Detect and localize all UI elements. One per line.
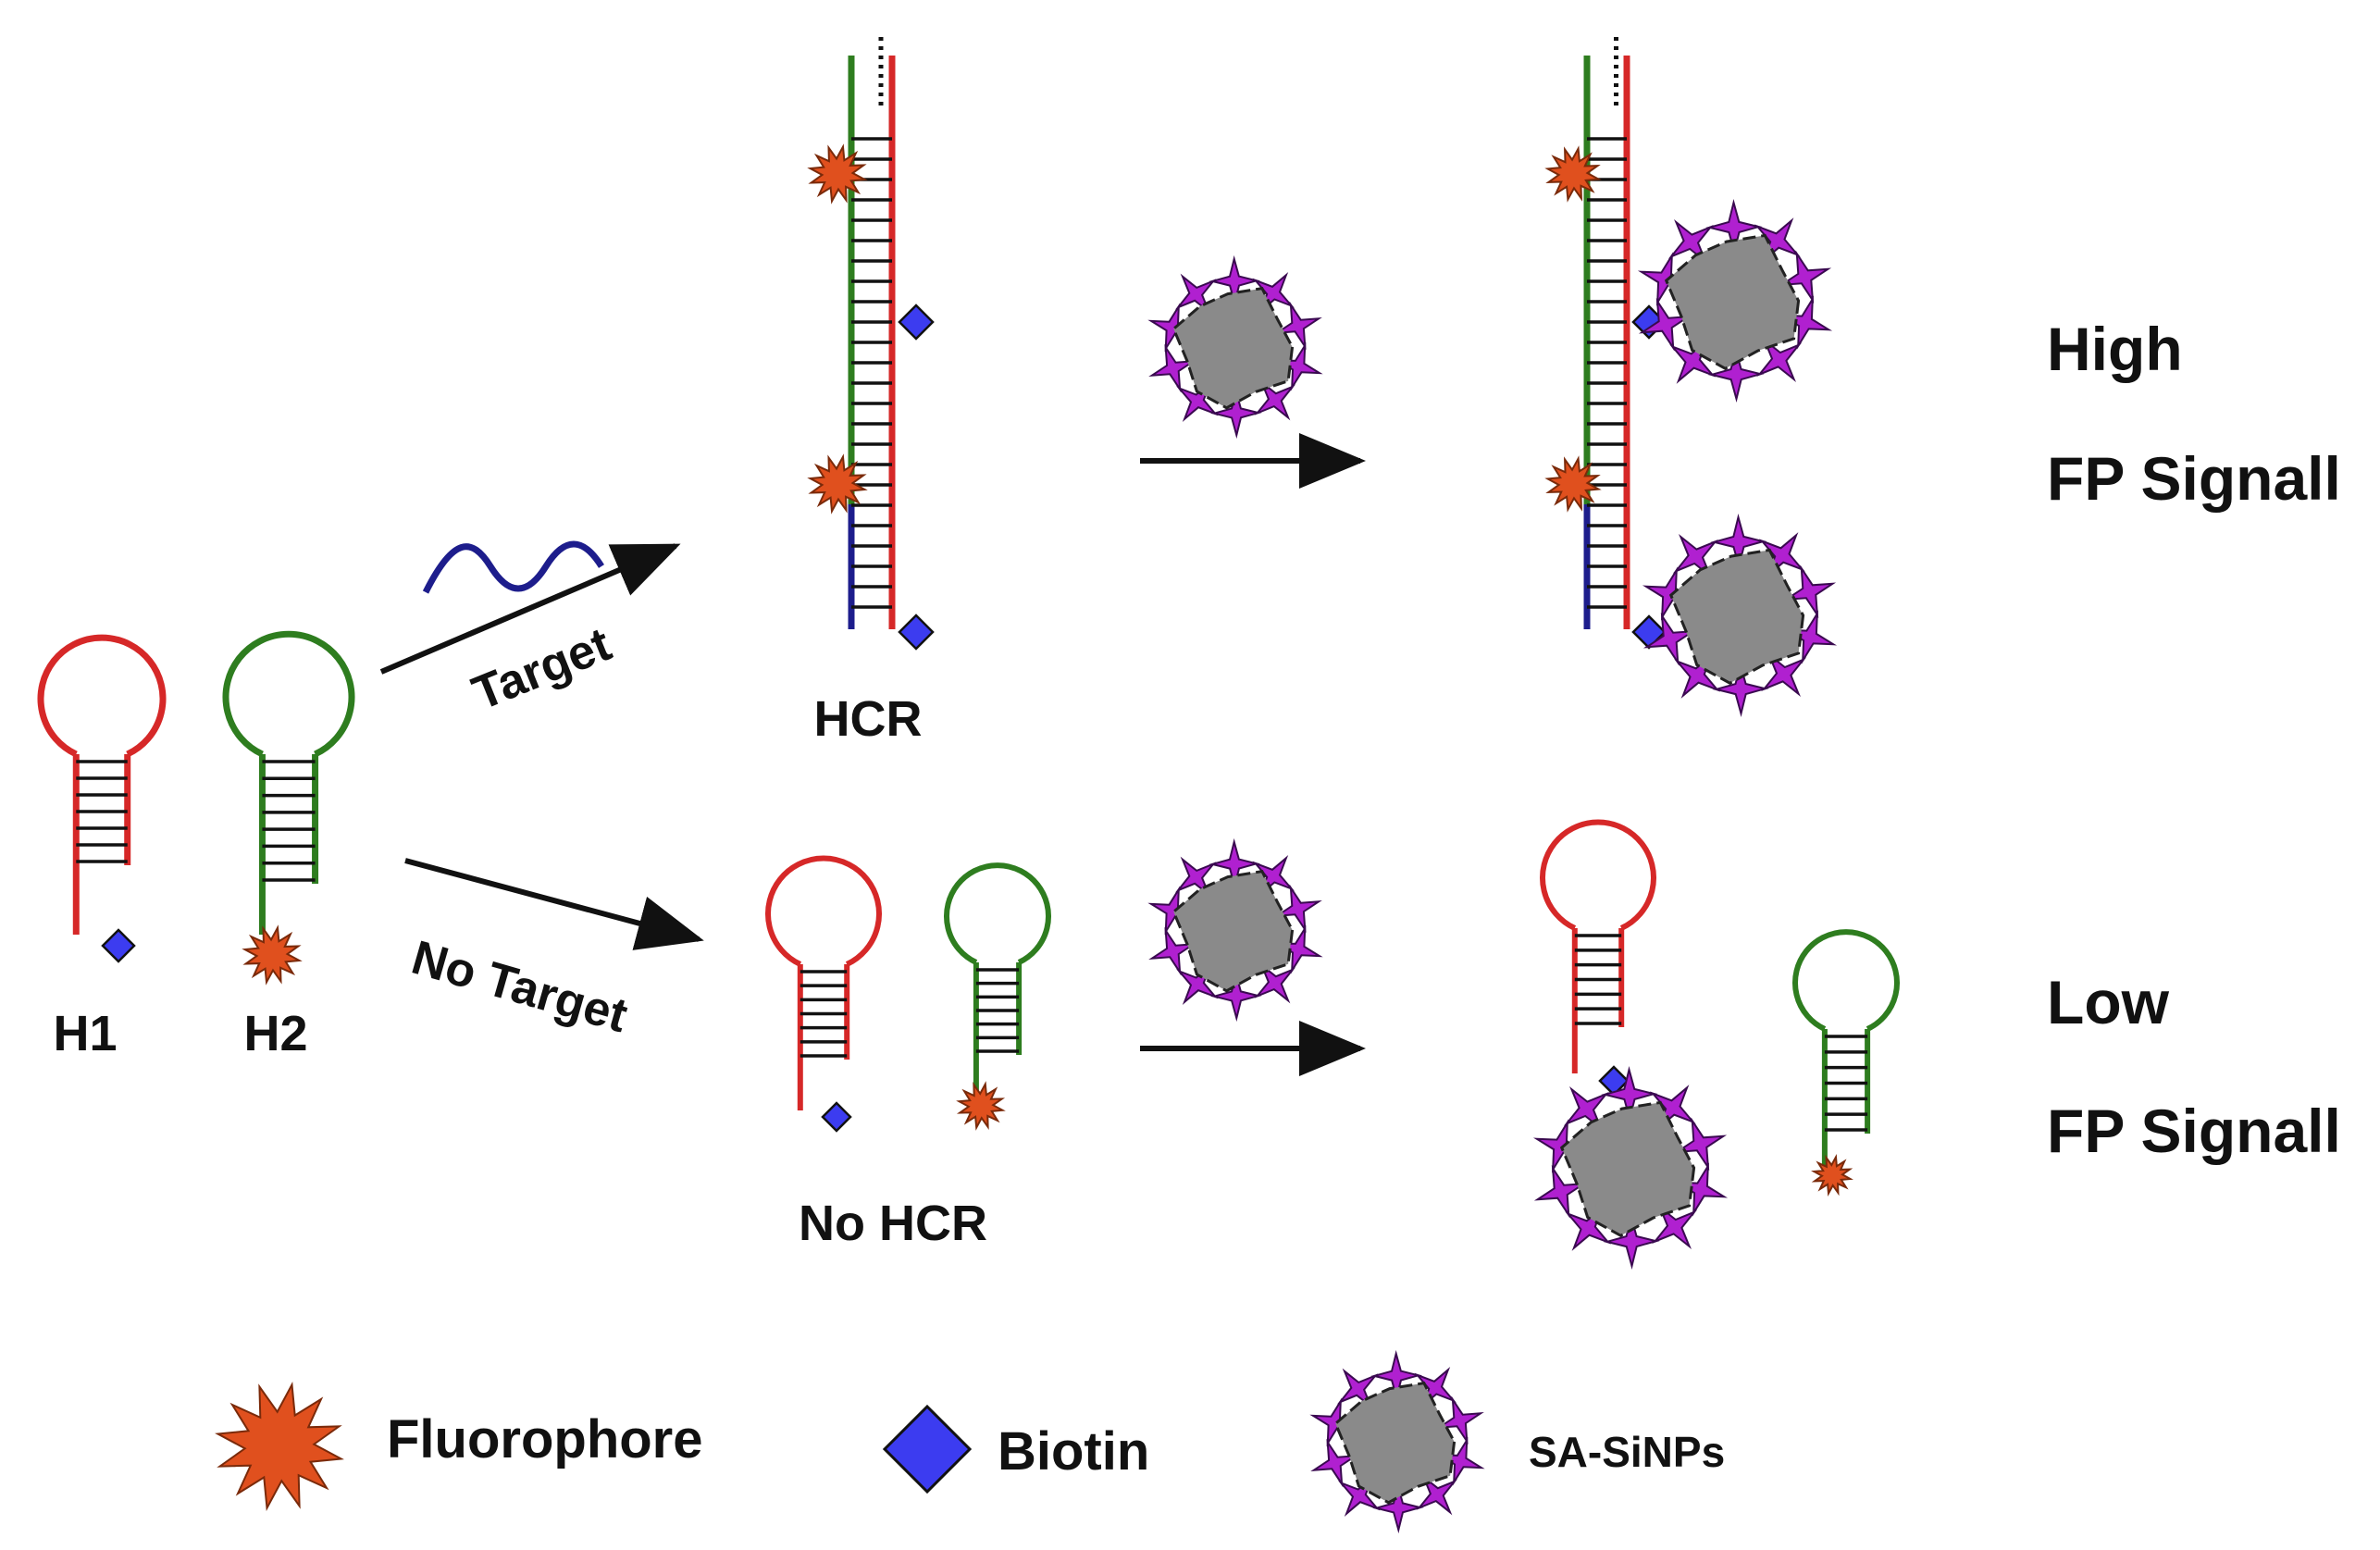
biotin-icon <box>898 614 935 651</box>
no-hcr-label: No HCR <box>799 1196 987 1251</box>
fluorophore-icon <box>215 1382 344 1511</box>
hairpin-loop <box>37 634 167 758</box>
legend-spiked-sphere-icon <box>1309 1349 1485 1534</box>
biotin-icon <box>101 928 136 963</box>
legend-sinps-label: SA-SiNPs <box>1529 1428 1725 1476</box>
h2-hairpin <box>222 630 355 986</box>
h2-label: H2 <box>243 1006 307 1061</box>
sa-sinp-bound-2 <box>1642 513 1838 718</box>
hairpin-loop <box>944 862 1051 965</box>
high-label: High <box>2047 315 2183 383</box>
hairpin-loop <box>765 855 882 967</box>
right-h2-hairpin <box>1792 929 1900 1197</box>
hairpin-loop <box>1540 819 1656 931</box>
silica-nanoparticle-icon <box>1333 1381 1457 1505</box>
silica-nanoparticle-icon <box>1559 1100 1696 1238</box>
no-hcr-h2-hairpin <box>944 862 1051 1131</box>
target-label: Target <box>465 617 618 721</box>
hcr-label: HCR <box>814 691 923 747</box>
right-h1-hairpin <box>1540 819 1656 1097</box>
legend-biotin-label: Biotin <box>998 1421 1149 1482</box>
target-arrow <box>379 543 681 675</box>
h1-hairpin <box>37 634 167 963</box>
sa-sinp-free-bottom <box>1147 837 1323 1023</box>
target-strand-icon <box>422 540 604 594</box>
hcr-product <box>807 37 935 651</box>
no-hcr-h1-hairpin <box>765 855 882 1133</box>
sa-sinp-free-top <box>1147 254 1323 440</box>
hairpin-loop <box>1792 929 1900 1032</box>
legend-fluorophore-label: Fluorophore <box>387 1409 703 1469</box>
fluorophore-icon <box>1544 145 1602 203</box>
legend-starburst-icon <box>215 1382 344 1511</box>
silica-nanoparticle-icon <box>1171 869 1295 993</box>
fluorophore-icon <box>956 1081 1006 1131</box>
sa-sinp-bound-1 <box>1637 198 1833 403</box>
legend: Fluorophore Biotin SA-SiNPs <box>215 1349 1725 1534</box>
fp-signal-low-label: FP Signall <box>2047 1097 2341 1165</box>
fluorophore-icon <box>807 453 868 515</box>
fluorophore-icon <box>1544 455 1602 513</box>
fluorophore-icon <box>1811 1154 1853 1197</box>
silica-nanoparticle-icon <box>1664 233 1801 371</box>
fp-signal-high-label: FP Signall <box>2047 444 2341 513</box>
silica-nanoparticle-icon <box>1668 548 1805 686</box>
legend-diamond-icon <box>882 1404 973 1494</box>
fluorophore-icon <box>242 924 303 986</box>
h1-label: H1 <box>53 1006 117 1061</box>
silica-nanoparticle-icon <box>1171 286 1295 410</box>
biotin-icon <box>821 1101 852 1133</box>
hairpin-loop <box>222 630 355 758</box>
sa-sinp-bound-h1 <box>1532 1065 1729 1271</box>
no-target-arrow <box>404 858 704 950</box>
biotin-icon <box>898 304 935 341</box>
hcr-product-bound <box>1544 37 1667 650</box>
no-target-label: No Target <box>406 931 634 1044</box>
fluorophore-icon <box>807 143 868 205</box>
low-label: Low <box>2047 968 2170 1036</box>
